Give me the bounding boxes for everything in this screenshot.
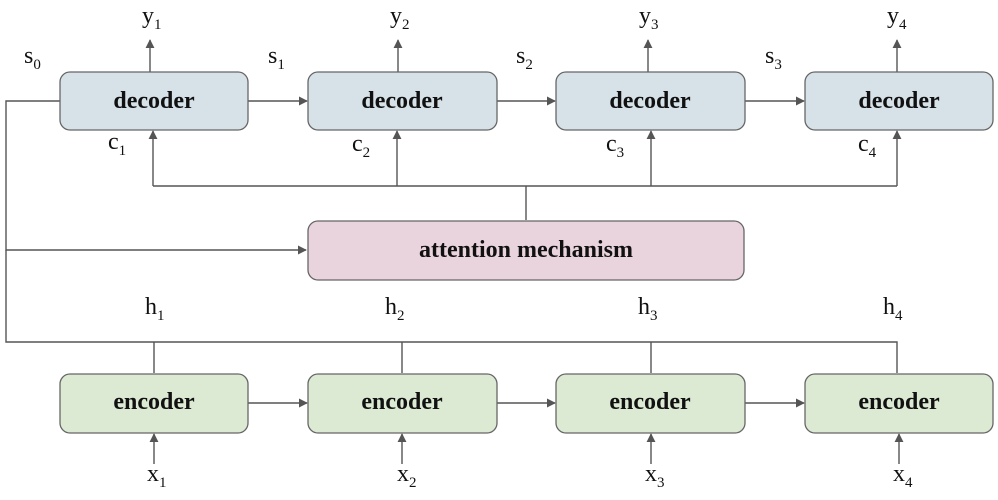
label-x3: x3	[645, 461, 665, 491]
label-c2: c2	[352, 131, 370, 161]
label-h2: h2	[385, 294, 405, 324]
encoder-box-2	[307, 373, 498, 434]
attention-label: attention mechanism	[419, 237, 633, 263]
label-x1: x1	[147, 461, 167, 491]
label-h1: h1	[145, 294, 165, 324]
label-y4: y4	[887, 3, 907, 33]
hidden-state-labels: h1 h2 h3 h4	[145, 294, 903, 324]
label-h4: h4	[883, 294, 903, 324]
label-x4: x4	[893, 461, 913, 491]
decoder-box-4	[804, 71, 994, 131]
decoder-label-1: decoder	[113, 88, 195, 114]
label-s0: s0	[24, 43, 41, 73]
arrow-s0-attention	[5, 100, 307, 255]
encoder-box-4	[804, 373, 994, 434]
encoder-label-4: encoder	[858, 389, 940, 415]
context-labels: c1 c2 c3 c4	[108, 129, 877, 161]
label-c1: c1	[108, 129, 126, 159]
encoder-box-1	[59, 373, 249, 434]
state-labels: s0 s1 s2 s3	[24, 43, 782, 73]
label-y2: y2	[390, 3, 410, 33]
label-s1: s1	[268, 43, 285, 73]
decoder-row: decoder decoder decoder decoder	[59, 71, 994, 131]
label-y3: y3	[639, 3, 659, 33]
decoder-label-2: decoder	[361, 88, 443, 114]
label-s2: s2	[516, 43, 533, 73]
label-h3: h3	[638, 294, 658, 324]
decoder-box-3	[555, 71, 746, 131]
connectors	[5, 39, 904, 464]
encoder-row: encoder encoder encoder encoder	[59, 373, 994, 434]
decoder-label-3: decoder	[609, 88, 691, 114]
encoder-label-2: encoder	[361, 389, 443, 415]
encoder-label-1: encoder	[113, 389, 195, 415]
label-c3: c3	[606, 131, 624, 161]
label-x2: x2	[397, 461, 417, 491]
input-labels: x1 x2 x3 x4	[147, 461, 913, 491]
label-s3: s3	[765, 43, 782, 73]
decoder-box-1	[59, 71, 249, 131]
attention-box	[307, 220, 745, 281]
decoder-box-2	[307, 71, 498, 131]
encoder-box-3	[555, 373, 746, 434]
encoder-label-3: encoder	[609, 389, 691, 415]
label-y1: y1	[142, 3, 162, 33]
output-labels: y1 y2 y3 y4	[142, 3, 907, 33]
hidden-state-bus	[5, 250, 898, 373]
decoder-label-4: decoder	[858, 88, 940, 114]
attention-block: attention mechanism	[307, 220, 745, 281]
label-c4: c4	[858, 131, 877, 161]
